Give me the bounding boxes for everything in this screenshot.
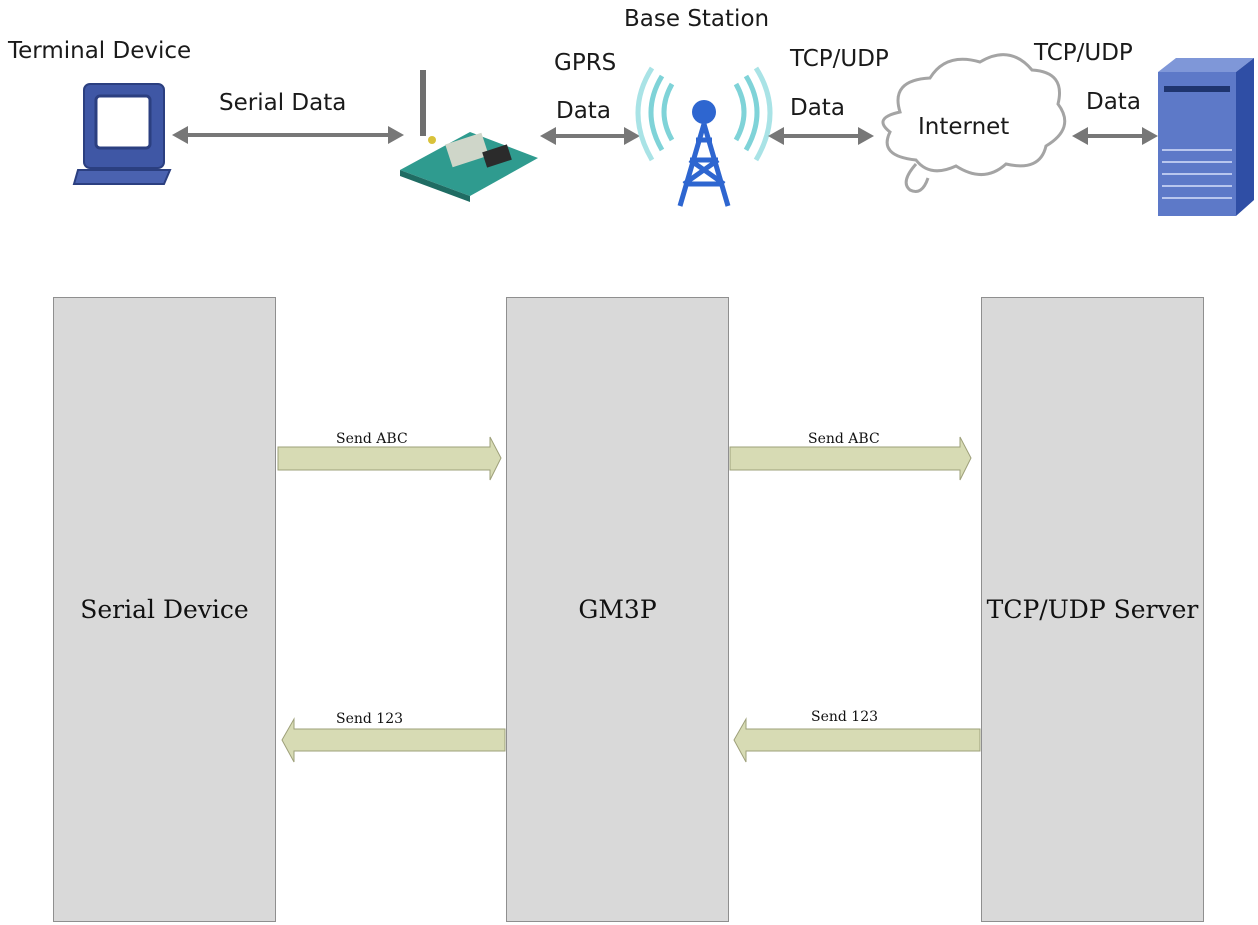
server-icon xyxy=(1158,58,1254,216)
arrow-send-abc-1 xyxy=(277,436,502,481)
terminal-device-label: Terminal Device xyxy=(8,38,192,64)
tcp-udp-data-arrow-1 xyxy=(768,127,874,145)
gm3p-label: GM3P xyxy=(578,595,657,624)
msg-send-123-2: Send 123 xyxy=(811,709,879,725)
tcp-udp-label-1: TCP/UDP xyxy=(790,46,889,72)
base-station-icon xyxy=(635,66,773,207)
tcp-udp-label-2: TCP/UDP xyxy=(1034,40,1133,66)
arrow-send-123-2 xyxy=(733,717,981,763)
server-box: TCP/UDP Server xyxy=(981,297,1204,922)
msg-send-123-1: Send 123 xyxy=(336,711,404,727)
internet-label: Internet xyxy=(918,114,1010,140)
gprs-data-label: Data xyxy=(556,98,611,124)
gprs-data-arrow xyxy=(540,127,640,145)
serial-device-box: Serial Device xyxy=(53,297,276,922)
computer-icon xyxy=(72,83,172,185)
gm3p-box: GM3P xyxy=(506,297,729,922)
msg-send-abc-2: Send ABC xyxy=(808,431,880,447)
msg-send-abc-1: Send ABC xyxy=(336,431,408,447)
tcp-udp-data-label-2: Data xyxy=(1086,89,1141,115)
serial-device-label: Serial Device xyxy=(80,595,249,624)
server-label: TCP/UDP Server xyxy=(986,595,1199,624)
arrow-send-123-1 xyxy=(281,717,506,763)
tcp-udp-data-label-1: Data xyxy=(790,95,845,121)
dtu-module-icon xyxy=(400,70,538,202)
tcp-udp-data-arrow-2 xyxy=(1072,127,1158,145)
internet-cloud-icon xyxy=(881,53,1067,193)
serial-data-arrow xyxy=(172,126,404,144)
serial-data-label: Serial Data xyxy=(219,90,347,116)
gprs-label: GPRS xyxy=(554,50,617,76)
base-station-label: Base Station xyxy=(624,6,770,32)
arrow-send-abc-2 xyxy=(729,436,972,481)
